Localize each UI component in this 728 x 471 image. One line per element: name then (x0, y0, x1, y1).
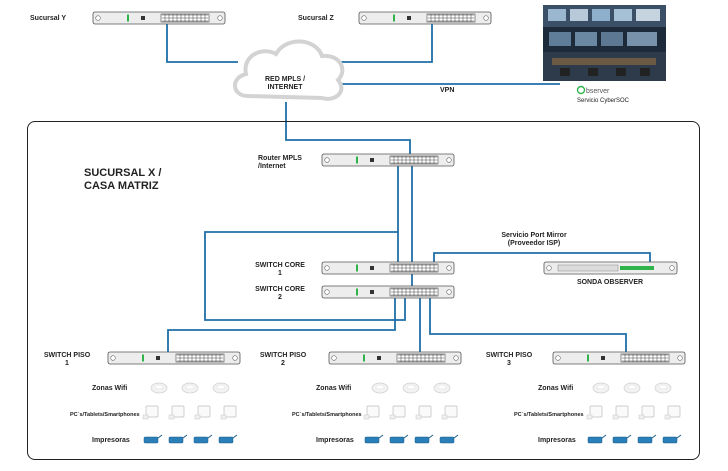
floor-3-label: SWITCH PISO 3 (485, 352, 533, 367)
sonda-observer-icon (543, 261, 678, 275)
switch-core-2-label: SWITCH CORE 2 (255, 286, 305, 301)
vpn-label: VPN (440, 87, 455, 94)
link-core2-floor1 (167, 296, 396, 354)
floor-3-pcs-label: PC´s/Tablets/Smartphones (514, 412, 584, 418)
floor-1-label: SWITCH PISO 1 (43, 352, 91, 367)
floor-2-pcs-label: PC´s/Tablets/Smartphones (292, 412, 362, 418)
router-label: Router MPLS /Internet (258, 155, 302, 170)
link-core2-floor3 (429, 296, 627, 354)
floor-1-pcs-label: PC´s/Tablets/Smartphones (70, 412, 140, 418)
cloud-label: RED MPLS / INTERNET (264, 76, 306, 91)
branch-y-switch-icon (92, 11, 226, 25)
port-mirror-label: Servicio Port Mirror (Proveedor ISP) (501, 232, 567, 247)
link-core-loop (204, 231, 406, 321)
observer-caption: Servicio CyberSOC (576, 98, 629, 104)
floor-2-label: SWITCH PISO 2 (259, 352, 307, 367)
floor-1-wifi-label: Zonas Wifi (92, 385, 128, 392)
floor-2-printers-label: Impresoras (316, 437, 354, 444)
link-branch-z-cloud (330, 24, 433, 63)
branch-z-switch-icon (358, 11, 492, 25)
floor-3-wifi-label: Zonas Wifi (538, 385, 574, 392)
branch-y-label: Sucursal Y (30, 15, 67, 22)
link-branch-y-cloud (166, 24, 238, 63)
mpls-cloud-icon (233, 39, 345, 101)
hq-title: SUCURSAL X / CASA MATRIZ (84, 167, 162, 192)
floor-1-printers-label: Impresoras (92, 437, 130, 444)
switch-core-1-label: SWITCH CORE 1 (255, 262, 305, 277)
network-links (166, 24, 651, 354)
floor-3-printers-label: Impresoras (538, 437, 576, 444)
observer-logo-text: bserver (586, 88, 610, 95)
cybersoc-photo (543, 5, 666, 81)
hq-frame (27, 121, 700, 460)
link-port-mirror (433, 252, 651, 264)
floor-2-wifi-label: Zonas Wifi (316, 385, 352, 392)
sonda-observer-label: SONDA OBSERVER (576, 279, 644, 286)
branch-z-label: Sucursal Z (298, 15, 334, 22)
observer-logo-icon (576, 85, 586, 95)
